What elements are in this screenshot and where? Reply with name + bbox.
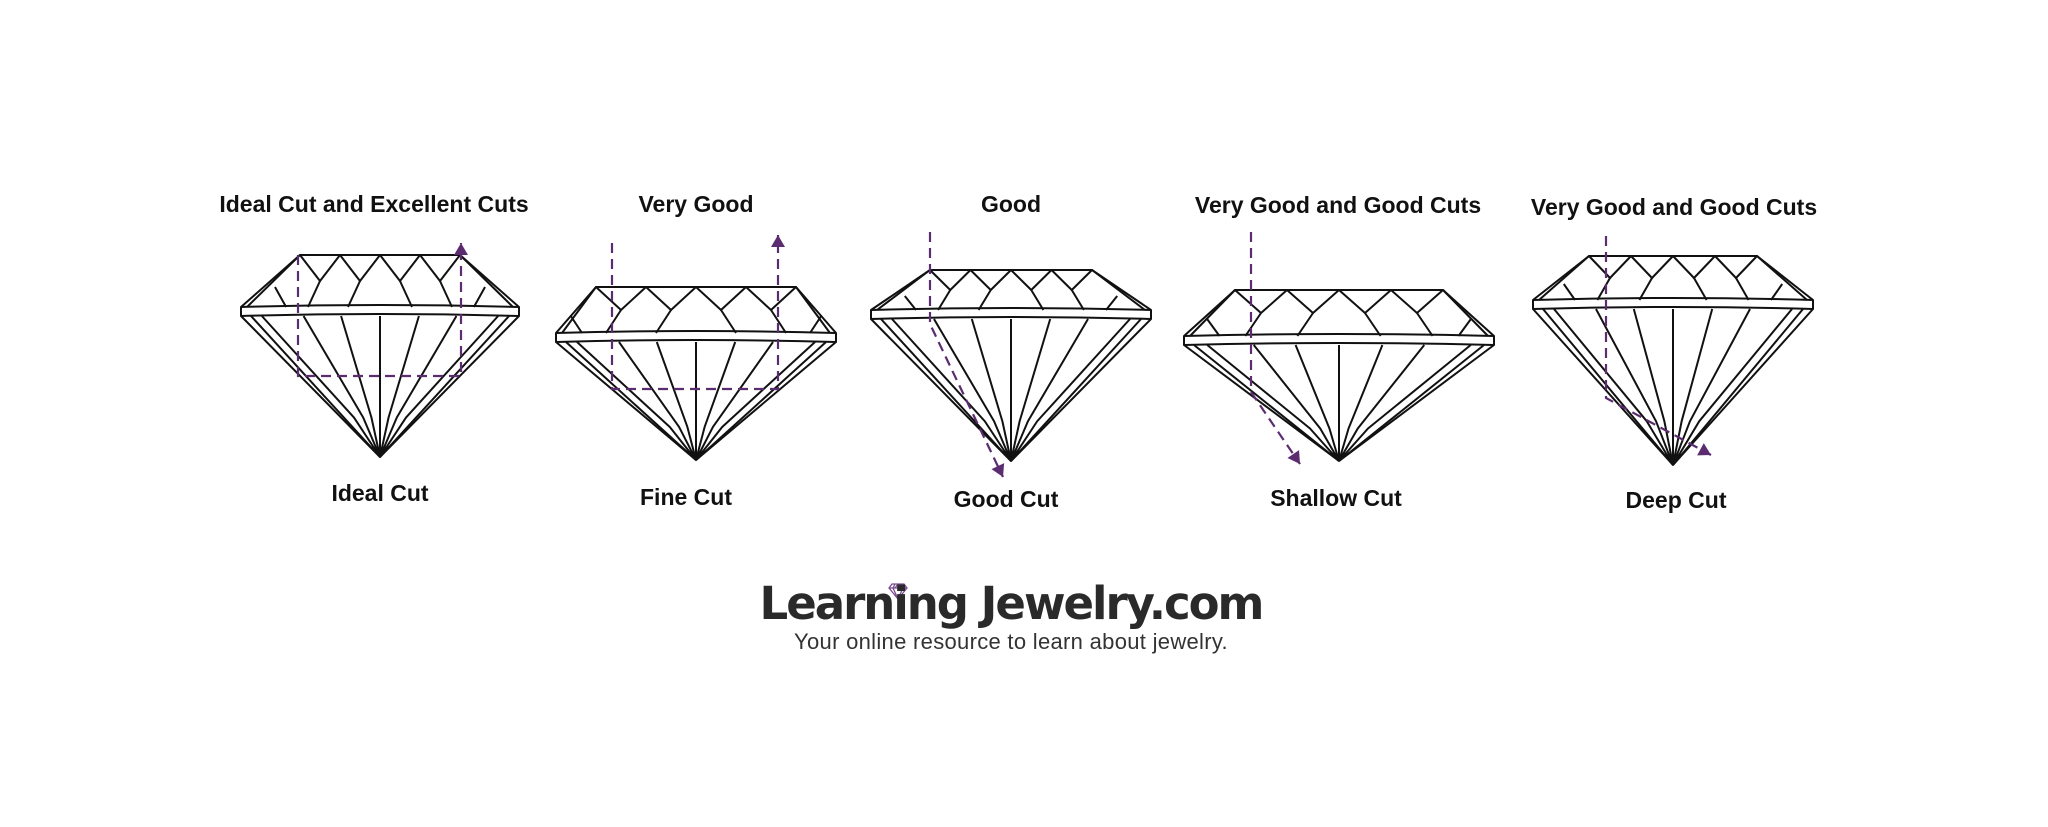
tagline: Your online resource to learn about jewe… [794,629,1228,654]
label-ideal-cut: Ideal Cut [331,480,429,506]
diamond-5 [1532,255,1814,466]
arrowhead-icon [1697,443,1711,456]
label-shallow-cut: Shallow Cut [1270,485,1402,511]
label-good-cut: Good Cut [953,486,1059,512]
light-path-arrow-5 [1604,236,1712,456]
arrowhead-icon [991,463,1005,477]
title-good: Good [980,191,1042,217]
diamond-1 [240,254,520,458]
diamond-2 [555,286,837,461]
diamond-icon [888,583,908,600]
diamond-4 [1183,289,1495,462]
logo-text: Learning Jewelry.com [759,577,1265,630]
diamond-3 [870,269,1152,462]
arrowhead-icon [771,235,785,247]
logo: Learning Jewelry.com Your online resourc… [759,577,1265,654]
light-path-arrow-2 [610,235,785,391]
title-shallow: Very Good and Good Cuts [1194,192,1482,218]
label-deep-cut: Deep Cut [1625,487,1727,513]
light-path-arrow-3 [928,232,1005,478]
light-path-arrow-4 [1249,232,1301,465]
title-ideal: Ideal Cut and Excellent Cuts [219,191,529,217]
arrowhead-icon [454,243,468,255]
label-fine-cut: Fine Cut [640,484,732,510]
light-path-arrow-1 [296,243,468,378]
arrowhead-icon [1287,450,1300,464]
title-very-good: Very Good [638,191,754,217]
title-deep: Very Good and Good Cuts [1530,194,1818,220]
